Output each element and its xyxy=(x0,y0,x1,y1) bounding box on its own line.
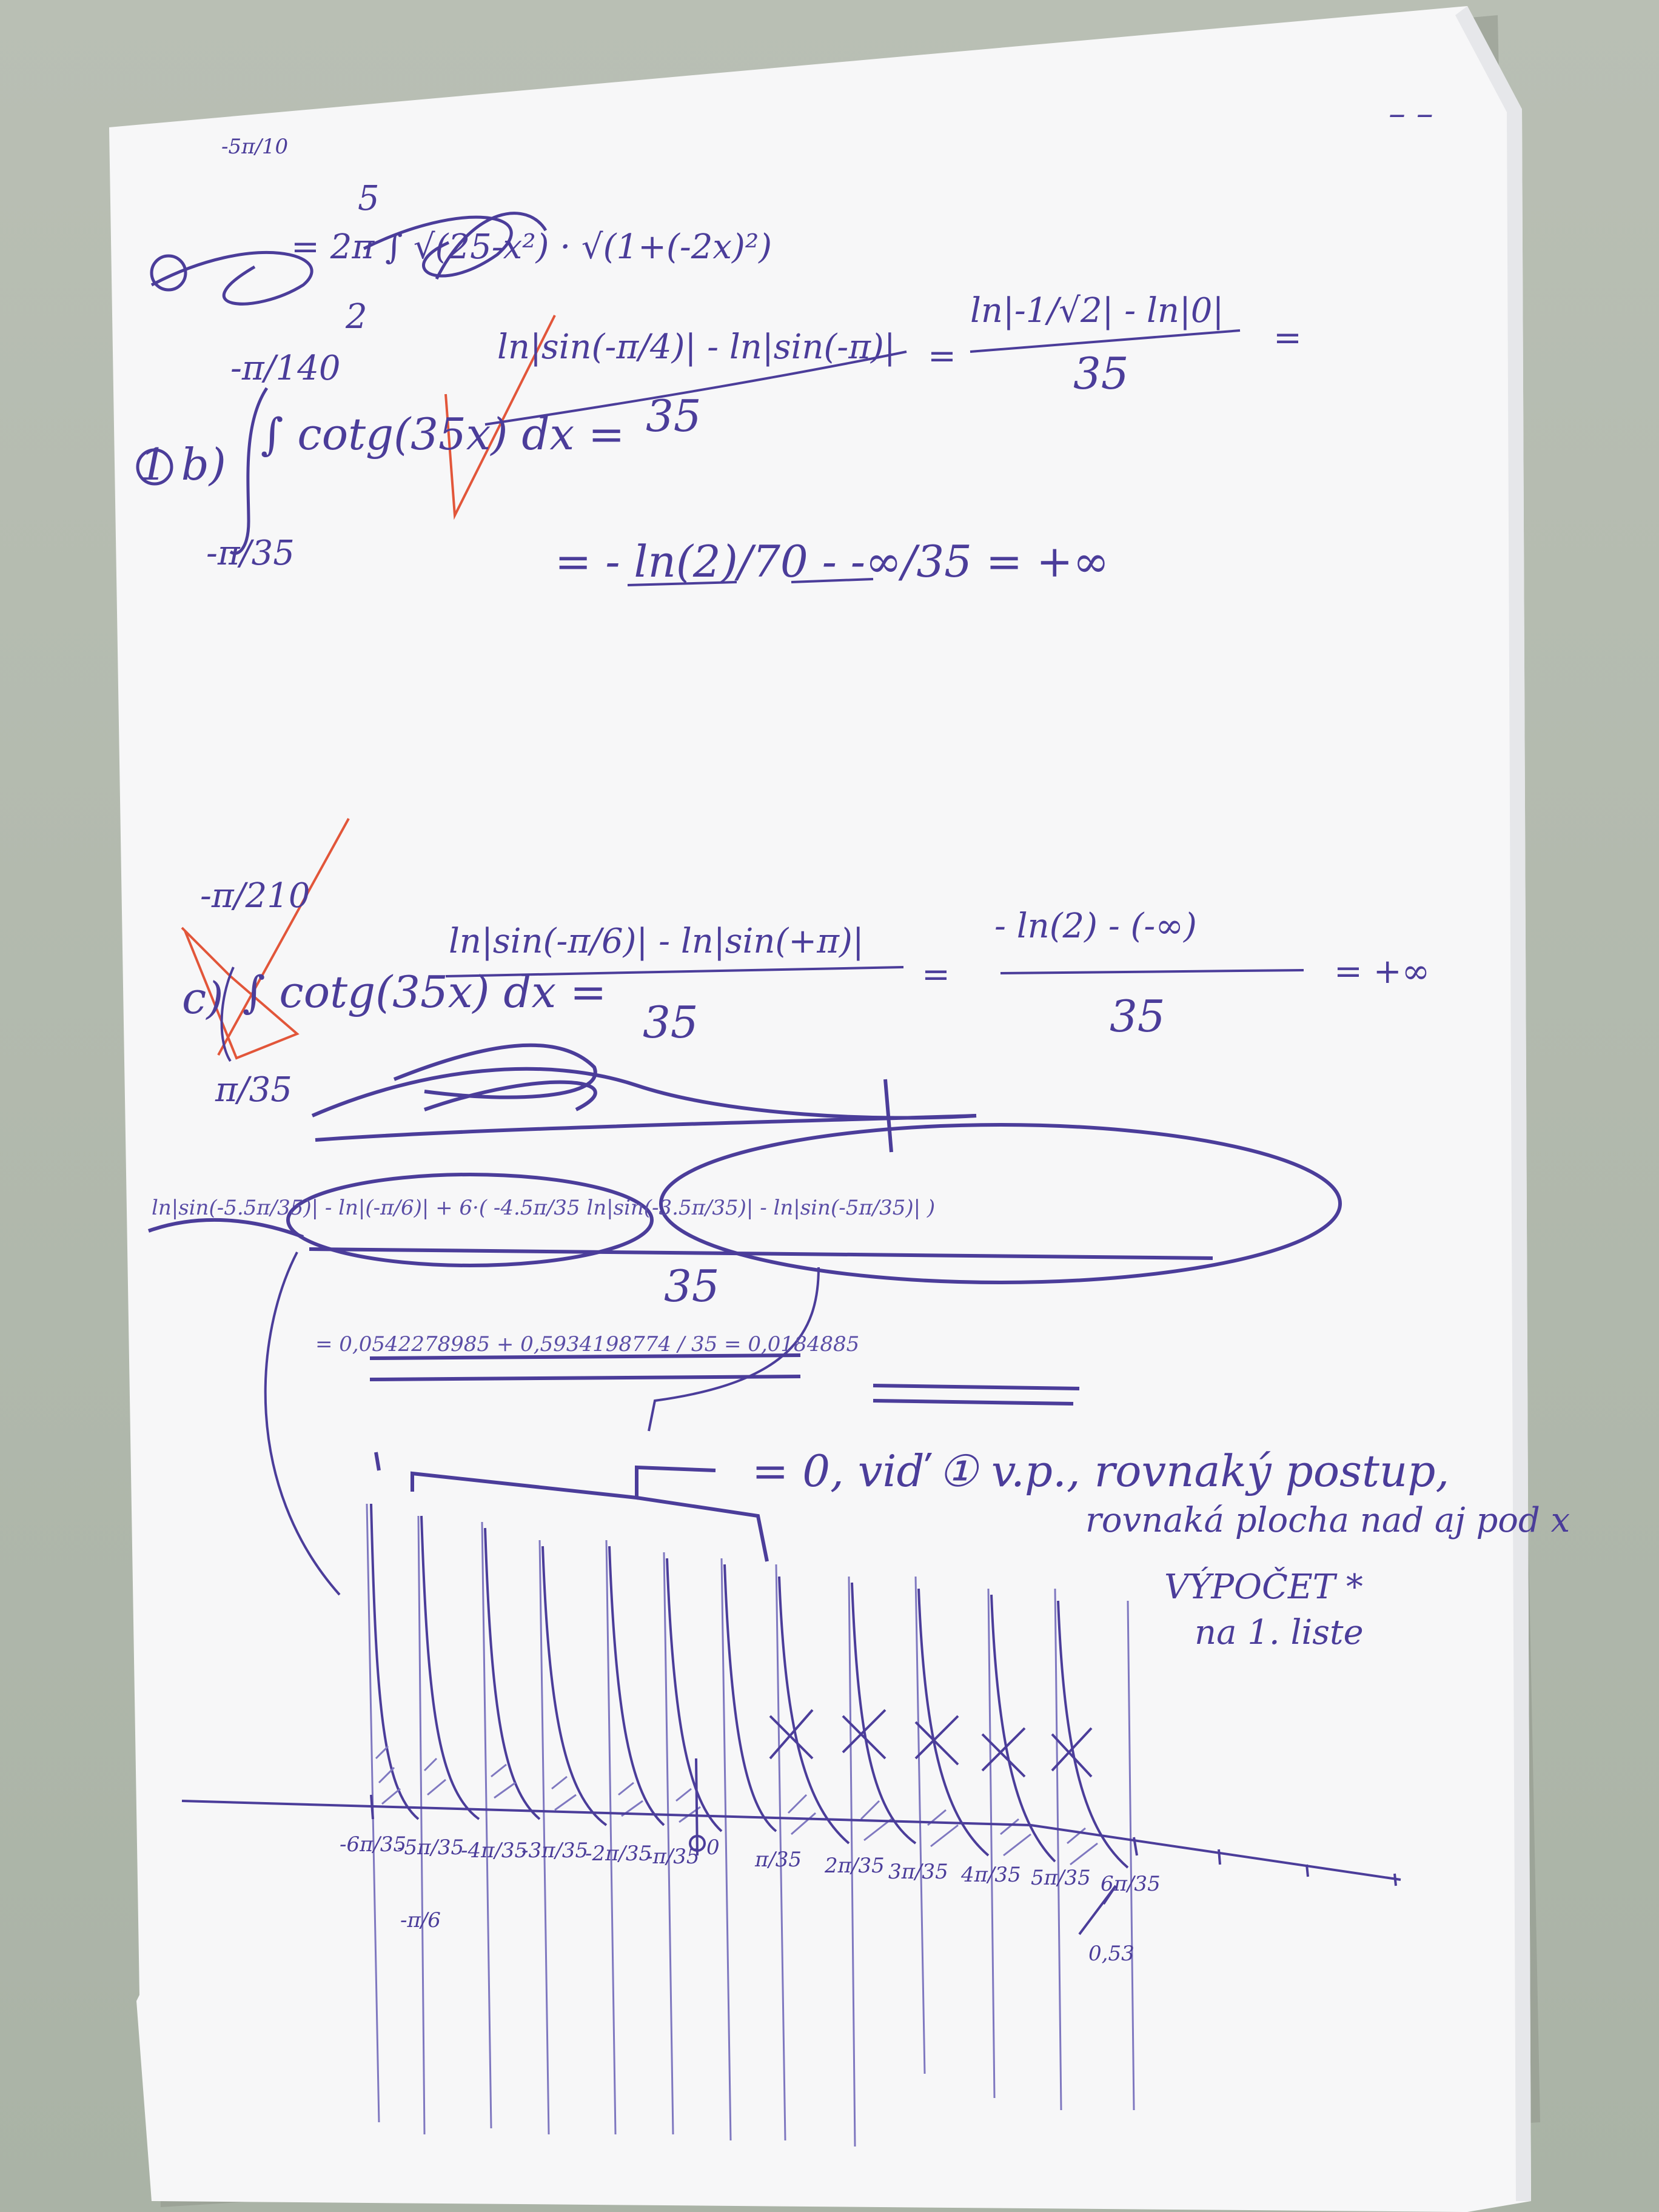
tick-label: -π/35 xyxy=(646,1845,700,1869)
item1c-result: = +∞ xyxy=(1334,952,1430,991)
item1c-denominator-1: 35 xyxy=(643,997,699,1048)
item1c-denominator-2: 35 xyxy=(1110,991,1165,1042)
tick-label: 0 xyxy=(706,1835,720,1860)
vypocet-line-1: VÝPOČET * xyxy=(1164,1567,1363,1607)
item1b-equals-2: = xyxy=(1273,318,1302,358)
tick-label: -6π/35 xyxy=(340,1832,407,1857)
item1c-numerator-2: - ln(2) - (-∞) xyxy=(994,907,1197,946)
item1b-label: 1 b) xyxy=(139,439,226,490)
red-checkmark-1c xyxy=(181,818,350,1060)
integral-1b xyxy=(136,387,269,555)
fraction-bars-1b xyxy=(484,329,1241,586)
tick-label: 2π/35 xyxy=(825,1854,885,1878)
graph-cot-branches xyxy=(370,1503,1129,1869)
item1b-denominator-1: 35 xyxy=(646,390,702,441)
tick-label-pi6: -π/6 xyxy=(400,1908,441,1932)
item1b-result-line: = - ln(2)/70 - -∞/35 = +∞ xyxy=(555,536,1110,587)
conclusion-line-1: = 0, viď ① v.p., rovnaký postup, xyxy=(752,1446,1450,1496)
graph-asymptotes xyxy=(366,1503,1135,2147)
item3-upper-bound: 5 xyxy=(358,179,380,218)
graph-x-axis xyxy=(181,1758,1401,1886)
item1c-integrand: ∫ cotg(35x) dx = xyxy=(243,967,607,1017)
fraction-bars-1c xyxy=(220,966,1304,1062)
arrow-lines xyxy=(264,1252,820,1596)
item1c-equals-1: = xyxy=(922,955,950,994)
item1b-lower-bound: -π/35 xyxy=(206,534,295,573)
item1b-integrand: ∫ cotg(35x) dx = xyxy=(261,409,625,460)
corner-top-note: -5π/10 xyxy=(221,135,289,159)
item3-expression: = 2π ∫ √(25-x²) · √(1+(-2x)²) xyxy=(291,227,773,267)
paper-edge xyxy=(1455,6,1531,2201)
struck-denominator: 35 xyxy=(664,1261,720,1312)
item1b-denominator-2: 35 xyxy=(1073,348,1129,399)
struck-long-expression: ln|sin(-5.5π/35)| - ln|(-π/6)| + 6·( -4.… xyxy=(152,1196,936,1220)
item3-scribble xyxy=(150,212,548,306)
paper-sheet xyxy=(109,6,1531,2212)
item1c-upper-bound: -π/210 xyxy=(200,876,310,916)
origin-mark xyxy=(689,1835,706,1852)
arrow-053 xyxy=(1078,1885,1117,1936)
item1b-numerator-1: ln|sin(-π/4)| - ln|sin(-π)| xyxy=(497,327,896,367)
item3-lower-bound: 2 xyxy=(346,297,367,337)
graph-x-marks xyxy=(769,1709,1093,1778)
tick-label: π/35 xyxy=(755,1848,802,1872)
tick-label: -5π/35 xyxy=(397,1835,464,1860)
red-checkmark-1b xyxy=(444,315,556,520)
tick-label: 5π/35 xyxy=(1031,1866,1091,1890)
item1c-numerator-1: ln|sin(-π/6)| - ln|sin(+π)| xyxy=(449,922,864,961)
corner-right-note: – – xyxy=(1389,94,1433,133)
item1c-label: c) xyxy=(182,973,224,1024)
struck-area-scribbles xyxy=(148,1043,1342,1406)
item1b-equals-1: = xyxy=(928,337,956,376)
item1b-numerator-2: ln|-1/√2| - ln|0| xyxy=(970,291,1224,330)
conclusion-line-2: rovnaká plocha nad aj pod x xyxy=(1085,1501,1570,1540)
tick-label-053: 0,53 xyxy=(1088,1942,1134,1966)
item1c-lower-bound: π/35 xyxy=(215,1070,292,1110)
tick-label: 3π/35 xyxy=(888,1860,948,1884)
item1b-upper-bound: -π/140 xyxy=(230,349,341,388)
tick-label: 6π/35 xyxy=(1101,1872,1161,1896)
vypocet-line-2: na 1. liste xyxy=(1195,1613,1364,1652)
tick-label: -3π/35 xyxy=(521,1838,589,1863)
struck-result-line: = 0,0542278985 + 0,5934198774 / 35 = 0,0… xyxy=(315,1332,860,1356)
tick-label: -2π/35 xyxy=(585,1842,652,1866)
tick-label: 4π/35 xyxy=(961,1863,1021,1887)
curly-bracket xyxy=(374,1452,769,1562)
tick-label: -4π/35 xyxy=(461,1838,528,1863)
